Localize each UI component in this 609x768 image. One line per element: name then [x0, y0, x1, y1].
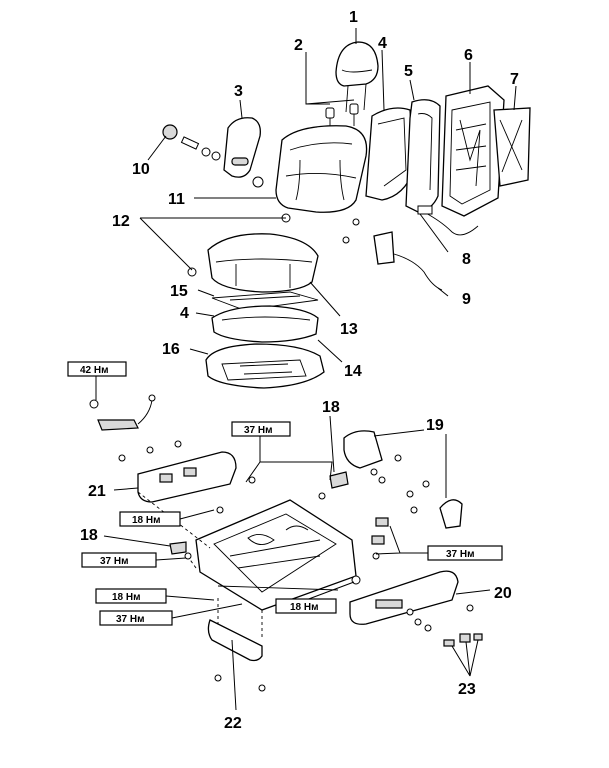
- front-cover-part: [207, 619, 266, 692]
- svg-text:37 Нм: 37 Нм: [100, 556, 129, 567]
- armrest-bolt-part: [162, 124, 221, 161]
- svg-text:18 Нм: 18 Нм: [290, 602, 319, 613]
- armrest-part: [223, 117, 264, 188]
- callout-5: 5: [404, 63, 413, 80]
- callout-20: 20: [494, 585, 512, 602]
- svg-text:37 Нм: 37 Нм: [446, 549, 475, 560]
- clip-18-upper-part: [318, 471, 349, 500]
- bracket-19b-part: [406, 480, 463, 529]
- torque-box-18-left: 18 Нм: [119, 511, 181, 527]
- svg-text:37 Нм: 37 Нм: [244, 425, 273, 436]
- callout-16: 16: [162, 341, 180, 358]
- callout-10: 10: [132, 161, 150, 178]
- svg-text:18 Нм: 18 Нм: [112, 592, 141, 603]
- callout-11: 11: [168, 191, 185, 208]
- seat-cushion-pad-part: [211, 291, 319, 311]
- connector-parts: [371, 517, 389, 560]
- seatback-frame-part: [441, 85, 505, 217]
- back-board-part: [493, 107, 531, 187]
- seat-cushion-part: [211, 305, 319, 343]
- svg-text:42 Нм: 42 Нм: [80, 365, 109, 376]
- callout-4-upper: 4: [378, 35, 387, 52]
- callout-22: 22: [224, 715, 242, 732]
- seatback-side-part: [405, 99, 441, 213]
- torque-box-37-top: 37 Нм: [231, 421, 291, 437]
- headrest-part: [335, 41, 379, 113]
- clip-18-left-part: [169, 541, 192, 560]
- callout-15: 15: [170, 283, 188, 300]
- callout-2: 2: [294, 37, 303, 54]
- callout-14: 14: [344, 363, 362, 380]
- callout-6: 6: [464, 47, 473, 64]
- torque-box-37-left: 37 Нм: [81, 552, 157, 568]
- left-side-cover-part: [118, 440, 237, 503]
- callout-13: 13: [340, 321, 358, 338]
- bracket-19-part: [343, 430, 402, 484]
- callout-8: 8: [462, 251, 471, 268]
- svg-text:37 Нм: 37 Нм: [116, 614, 145, 625]
- buckle-part: [89, 394, 156, 431]
- callout-18-left: 18: [80, 527, 98, 544]
- callout-21: 21: [88, 483, 106, 500]
- torque-box-18-lower-left: 18 Нм: [95, 588, 167, 604]
- seatback-cover-part: [275, 125, 368, 213]
- svg-text:18 Нм: 18 Нм: [132, 515, 161, 526]
- dash-lines: [137, 491, 263, 640]
- torque-box-37-bottom: 37 Нм: [99, 610, 173, 626]
- callout-18-upper: 18: [322, 399, 340, 416]
- torque-box-42: 42 Нм: [67, 361, 127, 377]
- callout-7: 7: [510, 71, 519, 88]
- leader-lines: [95, 28, 517, 711]
- callout-1: 1: [349, 9, 358, 26]
- callout-12: 12: [112, 213, 130, 230]
- torque-box-18-center: 18 Нм: [275, 598, 337, 614]
- torque-box-37-right: 37 Нм: [427, 545, 503, 561]
- callout-9: 9: [462, 291, 471, 308]
- headrest-support-parts: [325, 103, 359, 130]
- seat-cushion-frame-part: [205, 343, 325, 389]
- callout-4-lower: 4: [180, 305, 189, 322]
- callout-23: 23: [458, 681, 476, 698]
- bolt-12-lower: [187, 267, 197, 277]
- clip-23-parts: [443, 633, 483, 647]
- seat-adjuster-part: [195, 476, 361, 611]
- callout-3: 3: [234, 83, 243, 100]
- callout-19: 19: [426, 417, 444, 434]
- recliner-cable-part: [342, 205, 479, 291]
- right-side-cover-part: [349, 570, 474, 632]
- seat-cushion-cover-part: [207, 233, 319, 293]
